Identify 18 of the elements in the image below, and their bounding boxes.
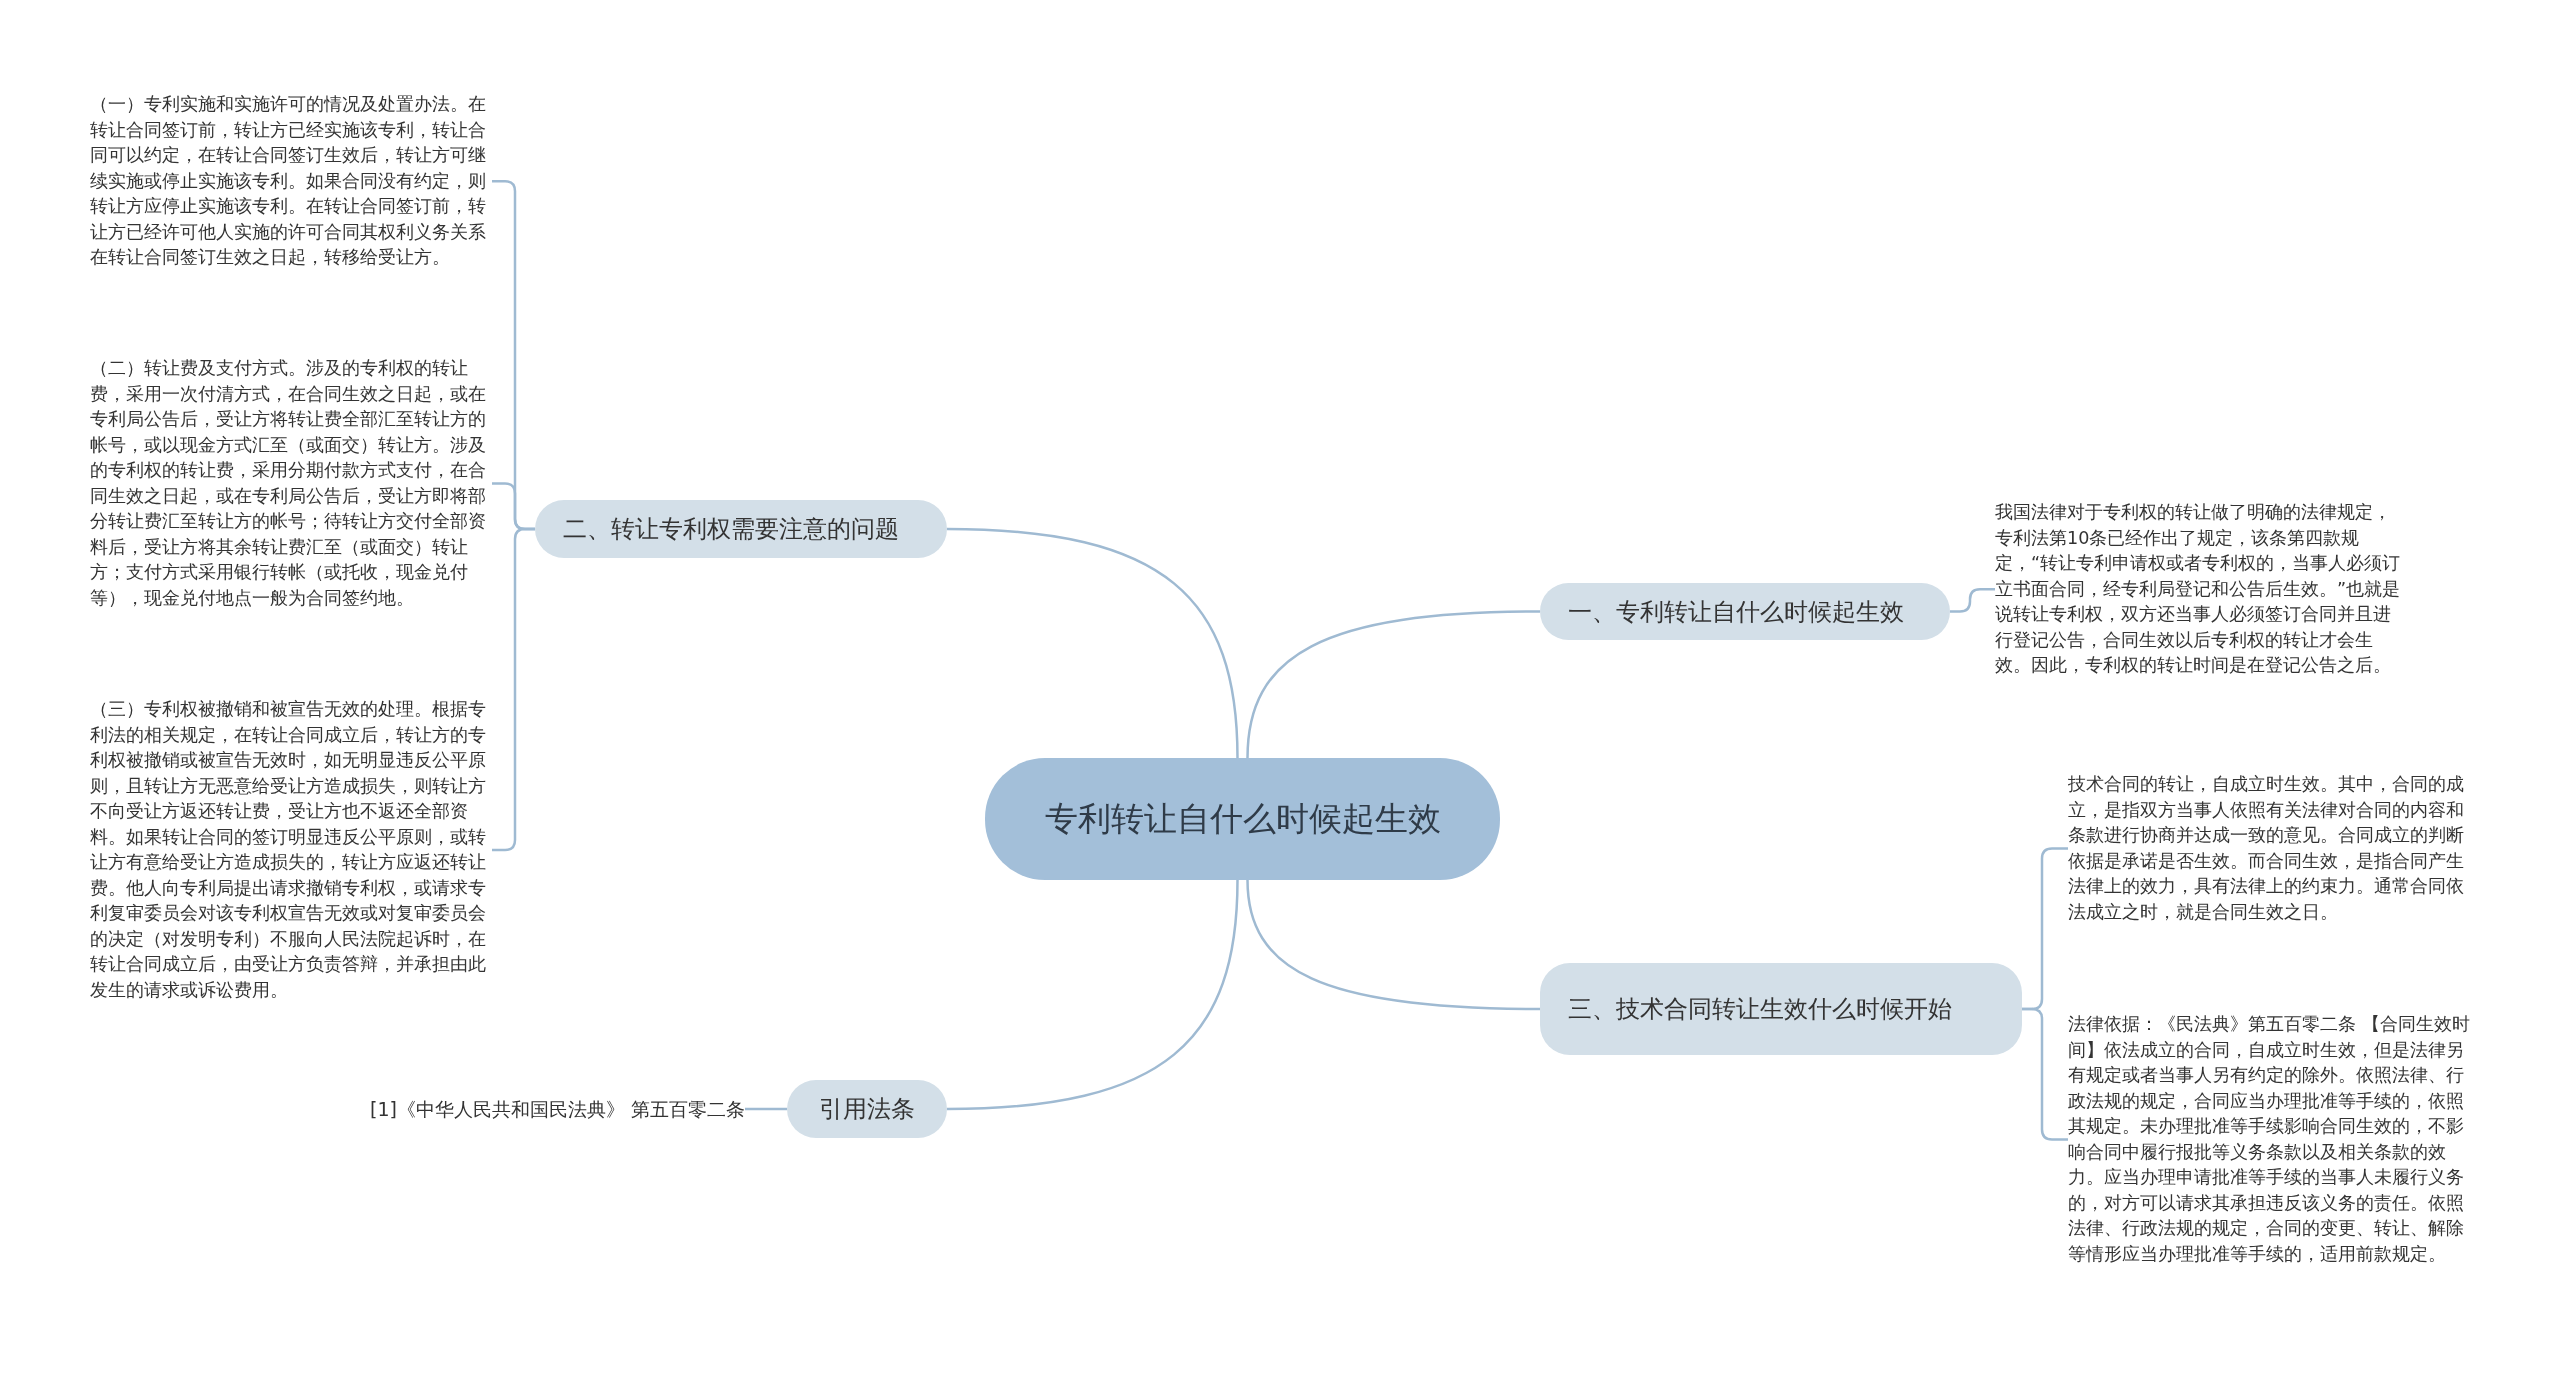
topic-bubble: 二、转让专利权需要注意的问题 xyxy=(535,500,947,558)
connector-line xyxy=(946,879,1239,1111)
topic-bubble: 引用法条 xyxy=(787,1080,947,1138)
note-text: （二）转让费及支付方式。涉及的专利权的转让费，采用一次付清方式，在合同生效之日起，或在专利局公告后，受让方将转让费全部汇至转让方的帐号，或以现金方式汇至（或面交）转让方。涉及的专利权的转让费，采用分期付款方式支付，在合同生效之日起，或在专利局公告后，受让方即将部分转让费汇至转让方的帐号；待转让方交付全部资料后，受让方将其余转让费汇至（或面交）转让方；支付方式采用银行转帐（或托收，现金兑付等），现金兑付地点一般为合同签约地。 xyxy=(90,356,492,611)
note-text: 技术合同的转让，自成立时生效。其中，合同的成立，是指双方当事人依照有关法律对合同的内容和条款进行协商并达成一致的意见。合同成立的判断依据是承诺是否生效。而合同生效，是指合同产生法律上的效力，具有法律上的约束力。通常合同依法成立之时，就是合同生效之日。 xyxy=(2068,772,2480,925)
connector-line xyxy=(1246,879,1540,1011)
topic-bubble: 一、专利转让自什么时候起生效 xyxy=(1540,583,1950,640)
central-topic: 专利转让自什么时候起生效 xyxy=(985,758,1500,880)
connector-line xyxy=(1950,588,1995,613)
topic-bubble: 三、技术合同转让生效什么时候开始 xyxy=(1540,963,2022,1055)
connector-line xyxy=(946,527,1239,759)
note-text: [1]《中华人民共和国民法典》 第五百零二条 xyxy=(330,1097,745,1123)
connector-line xyxy=(745,1107,787,1111)
connector-line xyxy=(1246,610,1541,759)
note-text: （三）专利权被撤销和被宣告无效的处理。根据专利法的相关规定，在转让合同成立后，转让方的专利权被撤销或被宣告无效时，如无明显违反公平原则，且转让方无恶意给受让方造成损失，则转让方不向受让方返还转让费，受让方也不返还全部资料。如果转让合同的签订明显违反公平原则，或转让方有意给受让方造成损失的，转让方应返还转让费。他人向专利局提出请求撤销专利权，或请求专利复审委员会对该专利权宣告无效或对复审委员会的决定（对发明专利）不服向人民法院起诉时，在转让合同成立后，由受让方负责答辩，并承担由此发生的请求或诉讼费用。 xyxy=(90,697,492,1003)
note-text: 我国法律对于专利权的转让做了明确的法律规定，专利法第10条已经作出了规定，该条第四款规定，“转让专利申请权或者专利权的，当事人必须订立书面合同，经专利局登记和公告后生效。”也就是说转让专利权，双方还当事人必须签订合同并且进行登记公告，合同生效以后专利权的转让才会生效。因此，专利权的转让时间是在登记公告之后。 xyxy=(1995,500,2407,679)
note-text: 法律依据：《民法典》第五百零二条 【合同生效时间】依法成立的合同，自成立时生效，但是法律另有规定或者当事人另有约定的除外。依照法律、行政法规的规定，合同应当办理批准等手续的，依照其规定。未办理批准等手续影响合同生效的，不影响合同中履行报批等义务条款以及相关条款的效力。应当办理申请批准等手续的当事人未履行义务的，对方可以请求其承担违反该义务的责任。依照法律、行政法规的规定，合同的变更、转让、解除等情形应当办理批准等手续的，适用前款规定。 xyxy=(2068,1012,2480,1267)
note-text: （一）专利实施和实施许可的情况及处置办法。在转让合同签订前，转让方已经实施该专利，转让合同可以约定，在转让合同签订生效后，转让方可继续实施或停止实施该专利。如果合同没有约定，则转让方应停止实施该专利。在转让合同签订前，转让方已经许可他人实施的许可合同其权利义务关系在转让合同签订生效之日起，转移给受让方。 xyxy=(90,92,492,271)
